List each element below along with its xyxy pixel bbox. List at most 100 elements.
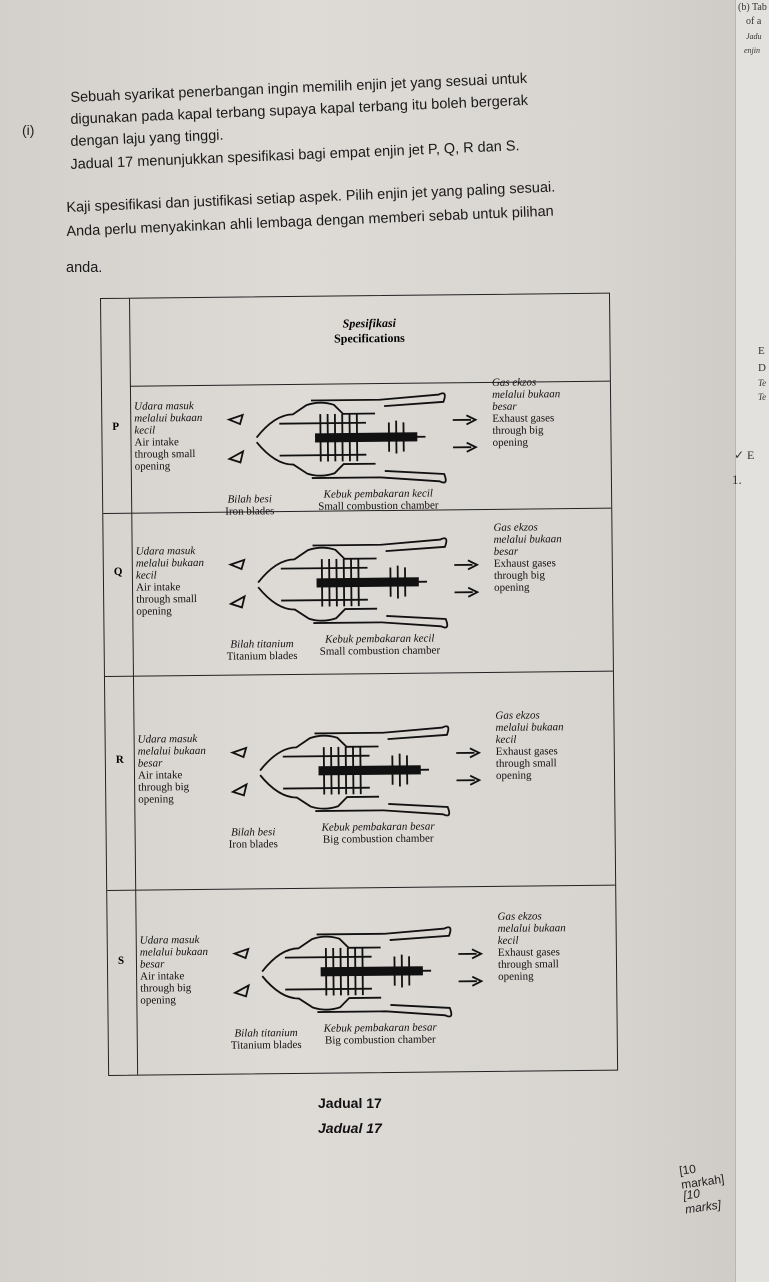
facing-text: Jadu xyxy=(746,32,762,41)
chamber-text: Kebuk pembakaran kecil Small combustion … xyxy=(319,632,441,658)
exhaust-english: through small xyxy=(495,757,557,770)
facing-text: (b) Tab xyxy=(738,2,767,13)
exhaust-english: Exhaust gases xyxy=(497,946,560,959)
blade-english: Titanium blades xyxy=(226,649,298,663)
facing-text: Te xyxy=(758,392,767,402)
jet-engine-diagram xyxy=(227,391,478,486)
exhaust-malay: kecil xyxy=(495,733,517,746)
intake-malay: Udara masuk xyxy=(135,544,196,558)
table-header: Spesifikasi Specifications xyxy=(129,293,610,387)
marks-english: [10 marks] xyxy=(682,1186,722,1217)
exhaust-malay: melalui bukaan xyxy=(495,721,564,734)
exhaust-english: opening xyxy=(495,769,532,782)
engine-label: R xyxy=(115,753,124,766)
exhaust-malay: besar xyxy=(492,400,517,413)
blade-malay: Bilah titanium xyxy=(234,1026,298,1040)
exhaust-english: opening xyxy=(493,581,530,594)
exhaust-malay: melalui bukaan xyxy=(493,532,562,546)
intake-malay: Udara masuk xyxy=(137,733,198,746)
blade-malay: Bilah titanium xyxy=(230,637,294,651)
intake-english: Air intake xyxy=(140,970,185,983)
intake-malay: melalui bukaan xyxy=(135,556,204,570)
facing-text: 1. xyxy=(732,472,742,487)
intake-malay: Udara masuk xyxy=(139,933,200,947)
facing-text: enjin xyxy=(744,46,760,55)
chamber-english: Big combustion chamber xyxy=(324,1033,436,1047)
question-number: (i) xyxy=(22,122,35,138)
exhaust-malay: kecil xyxy=(497,934,519,947)
intake-malay: kecil xyxy=(134,423,156,437)
intake-english: through small xyxy=(134,447,196,461)
facing-text: E xyxy=(758,345,765,357)
exhaust-malay: Gas ekzos xyxy=(493,520,538,534)
intake-english: opening xyxy=(134,459,171,473)
blade-malay: Bilah besi xyxy=(230,826,276,839)
intake-malay: melalui bukaan xyxy=(139,945,209,959)
exhaust-malay: Gas ekzos xyxy=(491,375,537,389)
chamber-text: Kebuk pembakaran kecil Small combustion … xyxy=(318,487,438,512)
intake-malay: Udara masuk xyxy=(134,399,194,413)
jet-engine-diagram xyxy=(229,536,479,631)
intake-malay: besar xyxy=(137,757,163,770)
blade-malay: Bilah besi xyxy=(227,492,272,506)
facing-text: of a xyxy=(746,16,762,27)
exhaust-english: through small xyxy=(497,958,559,971)
exam-page: (i) Sebuah syarikat penerbangan ingin me… xyxy=(0,0,735,1282)
exhaust-malay: melalui bukaan xyxy=(491,387,561,401)
exhaust-english: Exhaust gases xyxy=(493,556,556,570)
exhaust-malay: Gas ekzos xyxy=(497,910,542,923)
exhaust-malay: melalui bukaan xyxy=(497,922,566,935)
intake-english: opening xyxy=(136,604,172,618)
facing-text: Te xyxy=(758,378,767,388)
exhaust-malay: besar xyxy=(493,545,519,558)
chamber-text: Kebuk pembakaran besar Big combustion ch… xyxy=(324,1022,437,1047)
intake-english: opening xyxy=(138,793,174,806)
exhaust-english: through big xyxy=(493,568,546,582)
exhaust-english: opening xyxy=(492,436,529,449)
intake-malay: melalui bukaan xyxy=(134,411,203,425)
intake-malay: besar xyxy=(139,958,165,971)
chamber-english: Small combustion chamber xyxy=(319,643,441,658)
exhaust-english: Exhaust gases xyxy=(492,411,555,425)
intake-malay: melalui bukaan xyxy=(137,744,206,758)
blade-text: Bilah titanium Titanium blades xyxy=(231,1027,302,1052)
table-caption-malay: Jadual 17 xyxy=(318,1095,382,1111)
exhaust-english: through big xyxy=(492,423,544,437)
question-line: anda. xyxy=(66,260,103,276)
intake-english: Air intake xyxy=(134,435,179,449)
specification-table: Spesifikasi Specifications P Udara masuk… xyxy=(100,292,619,1079)
exhaust-malay: Gas ekzos xyxy=(495,709,540,722)
intake-english: Air intake xyxy=(137,769,183,782)
facing-text: ✓ E xyxy=(734,448,755,462)
chamber-malay: Kebuk pembakaran kecil xyxy=(323,487,433,501)
chamber-text: Kebuk pembakaran besar Big combustion ch… xyxy=(321,821,434,846)
table-caption-english: Jadual 17 xyxy=(318,1120,382,1136)
facing-page: (b) Tab of a Jadu enjin E D Te Te ✓ E 1. xyxy=(732,0,769,1282)
exhaust-english: Exhaust gases xyxy=(495,745,558,758)
intake-english: Air intake xyxy=(135,580,181,594)
blade-text: Bilah besi Iron blades xyxy=(228,826,278,851)
blade-english: Iron blades xyxy=(228,838,278,851)
exhaust-english: opening xyxy=(498,970,534,983)
chamber-malay: Kebuk pembakaran kecil xyxy=(325,632,435,646)
engine-label: P xyxy=(112,420,120,433)
facing-text: D xyxy=(758,362,766,374)
intake-english: opening xyxy=(140,994,176,1007)
intake-english: through big xyxy=(138,781,190,794)
chamber-english: Big combustion chamber xyxy=(322,832,434,846)
intake-malay: kecil xyxy=(135,568,157,582)
intake-english: through big xyxy=(140,982,192,995)
jet-engine-diagram xyxy=(231,725,481,819)
